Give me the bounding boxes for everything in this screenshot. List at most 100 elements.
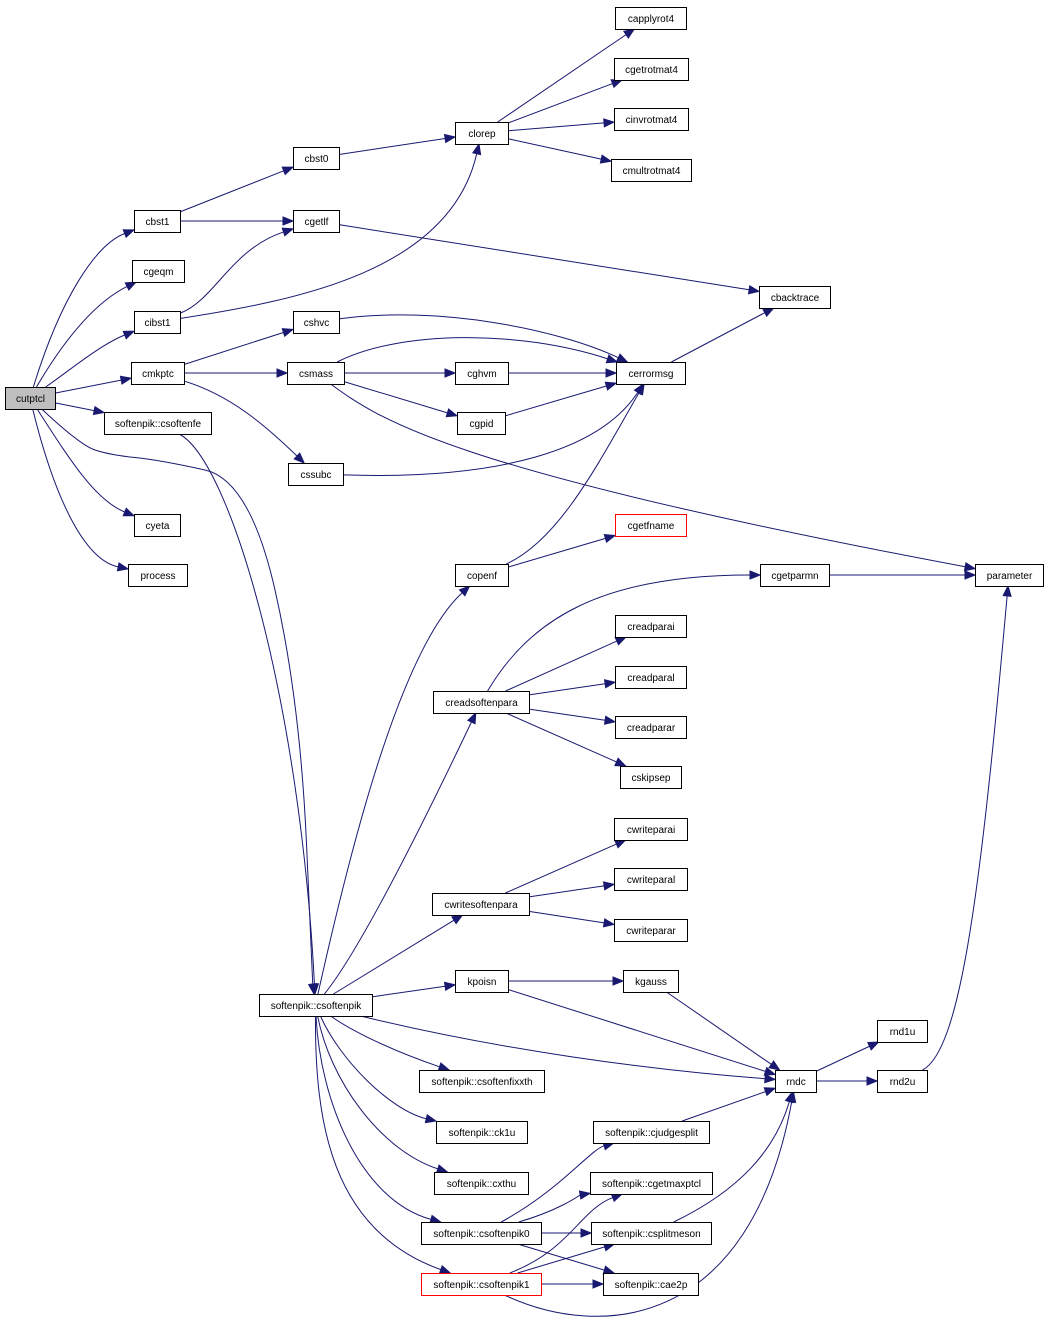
node-cbst1[interactable]: cbst1 (134, 210, 181, 233)
node-capplyrot4[interactable]: capplyrot4 (615, 7, 687, 30)
node-cgetmaxptcl[interactable]: softenpik::cgetmaxptcl (590, 1172, 713, 1195)
node-rndc[interactable]: rndc (775, 1070, 817, 1093)
edge-csoftenpik-to-cwritesoftenpara (333, 914, 464, 995)
node-parameter[interactable]: parameter (975, 564, 1044, 587)
node-copenf[interactable]: copenf (455, 564, 509, 587)
node-label: creadsoftenpara (445, 698, 518, 709)
node-cwriteparal[interactable]: cwriteparal (614, 868, 688, 891)
node-creadsoftenpara[interactable]: creadsoftenpara (433, 691, 530, 714)
node-csoftenpik[interactable]: softenpik::csoftenpik (259, 994, 373, 1017)
node-process[interactable]: process (128, 564, 188, 587)
edge-cmkptc-to-cshvc (183, 328, 295, 365)
node-label: softenpik::csoftenpik (271, 1001, 363, 1012)
node-label: cgetlf (305, 217, 329, 228)
node-box (614, 818, 688, 841)
edge-cshvc-to-cerrormsg (338, 314, 629, 363)
arrowhead-icon (612, 976, 625, 986)
node-rnd2u[interactable]: rnd2u (877, 1070, 928, 1093)
edge-line (507, 83, 613, 124)
arrowhead-icon (603, 533, 617, 544)
edge-line (36, 286, 128, 388)
edge-line (45, 334, 125, 388)
node-creadparal[interactable]: creadparal (615, 666, 687, 689)
node-box (759, 286, 831, 309)
edge-cwritesoftenpara-to-cwriteparar (528, 910, 616, 928)
node-cae2p[interactable]: softenpik::cae2p (603, 1273, 699, 1296)
node-box (975, 564, 1044, 587)
edge-csmass-to-cerrormsg (336, 337, 619, 364)
node-cjudgesplit[interactable]: softenpik::cjudgesplit (593, 1121, 710, 1144)
node-cyeta[interactable]: cyeta (134, 514, 181, 537)
node-cibst1[interactable]: cibst1 (134, 311, 181, 334)
node-kgauss[interactable]: kgauss (623, 970, 679, 993)
edge-csmass-to-cgpid (343, 381, 459, 418)
node-csplitmeson[interactable]: softenpik::csplitmeson (591, 1222, 712, 1245)
arrowhead-icon (92, 405, 106, 416)
arrowhead-icon (763, 1087, 777, 1097)
node-cssubc[interactable]: cssubc (288, 463, 344, 486)
node-box (615, 7, 687, 30)
node-csmass[interactable]: csmass (287, 362, 345, 385)
node-csoftenpik1[interactable]: softenpik::csoftenpik1 (421, 1273, 542, 1296)
node-cwriteparar[interactable]: cwriteparar (614, 919, 688, 942)
edge-line (319, 1015, 427, 1120)
node-cmkptc[interactable]: cmkptc (131, 362, 185, 385)
node-cxthu[interactable]: softenpik::cxthu (434, 1172, 529, 1195)
arrowhead-icon (424, 1113, 438, 1124)
arrowhead-icon (282, 216, 295, 226)
arrowhead-icon (622, 28, 636, 39)
edge-line (528, 683, 606, 696)
node-cgetparmn[interactable]: cgetparmn (760, 564, 830, 587)
arrowhead-icon (615, 353, 629, 363)
node-cinvrotmat4[interactable]: cinvrotmat4 (614, 108, 689, 131)
node-cskipsep[interactable]: cskipsep (620, 766, 682, 789)
node-csoftenfe[interactable]: softenpik::csoftenfe (104, 412, 212, 435)
node-cerrormsg[interactable]: cerrormsg (616, 362, 686, 385)
node-cgetrotmat4[interactable]: cgetrotmat4 (614, 58, 689, 81)
call-graph-nodes: cutptcl cbst1cgeqmcibst1cmkptcsoftenpik::… (5, 7, 1044, 1296)
node-box (591, 1222, 712, 1245)
node-label: softenpik::cgetmaxptcl (602, 1179, 701, 1190)
edge-cbst1-to-cbst0 (179, 166, 295, 213)
arrowhead-icon (122, 229, 136, 239)
node-cmultrotmat4[interactable]: cmultrotmat4 (611, 159, 692, 182)
node-creadparar[interactable]: creadparar (615, 716, 687, 739)
node-cgetfname[interactable]: cgetfname (615, 514, 687, 537)
arrowhead-icon (116, 562, 130, 572)
node-rnd1u[interactable]: rnd1u (877, 1020, 928, 1043)
arrowhead-icon (786, 1090, 797, 1104)
node-label: kpoisn (468, 977, 497, 988)
arrowhead-icon (614, 757, 627, 767)
node-cbacktrace[interactable]: cbacktrace (759, 286, 831, 309)
node-clorep[interactable]: clorep (455, 122, 509, 145)
edge-line (528, 885, 605, 898)
arrowhead-icon (444, 368, 457, 378)
node-label: cmkptc (142, 369, 174, 380)
node-cgpid[interactable]: cgpid (457, 412, 506, 435)
arrowhead-icon (119, 375, 133, 385)
edge-line (183, 331, 284, 365)
arrowhead-icon (438, 1265, 452, 1274)
node-cghvm[interactable]: cghvm (455, 362, 509, 385)
edge-cmkptc-to-cssubc (183, 380, 306, 464)
node-ck1u[interactable]: softenpik::ck1u (436, 1121, 528, 1144)
node-label: kgauss (635, 977, 667, 988)
node-csoftenpik0[interactable]: softenpik::csoftenpik0 (421, 1222, 542, 1245)
node-cbst0[interactable]: cbst0 (293, 147, 340, 170)
node-cgeqm[interactable]: cgeqm (132, 260, 185, 283)
node-creadparai[interactable]: creadparai (615, 615, 687, 638)
node-csoftenfixxth[interactable]: softenpik::csoftenfixxth (419, 1070, 545, 1093)
node-box (593, 1121, 710, 1144)
node-cwriteparai[interactable]: cwriteparai (614, 818, 688, 841)
node-cgetlf[interactable]: cgetlf (293, 210, 340, 233)
node-label: csmass (299, 369, 333, 380)
node-kpoisn[interactable]: kpoisn (455, 970, 509, 993)
edge-line (333, 919, 455, 995)
node-label: parameter (987, 571, 1033, 582)
node-cwritesoftenpara[interactable]: cwritesoftenpara (432, 893, 530, 916)
edge-line (330, 383, 966, 568)
node-cshvc[interactable]: cshvc (293, 311, 340, 334)
node-cutptcl[interactable]: cutptcl (5, 387, 56, 410)
edge-csmass-to-parameter (330, 383, 977, 572)
edge-kgauss-to-rndc (666, 991, 781, 1071)
